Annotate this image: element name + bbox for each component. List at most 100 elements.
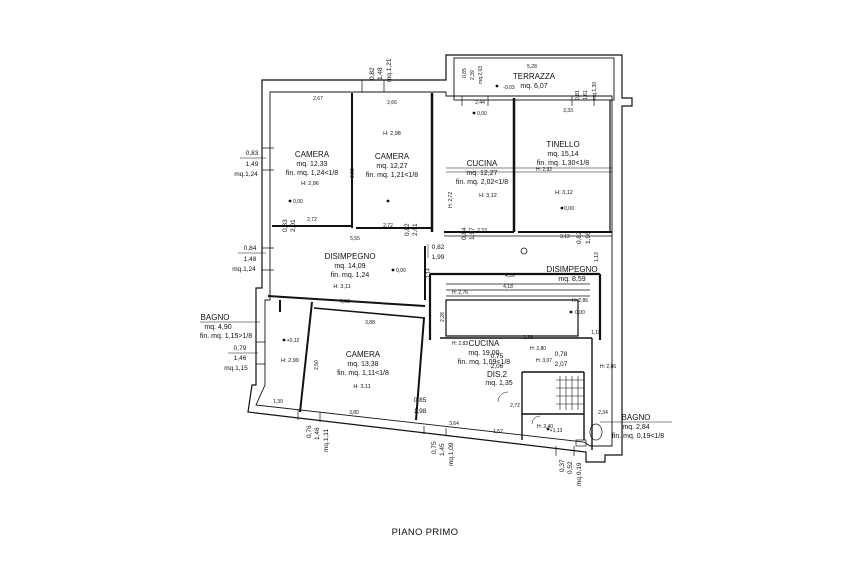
level-markers [282, 84, 573, 431]
level-marker [288, 199, 292, 203]
wc-fixture [589, 423, 603, 441]
window-area: mq.1,09 [448, 442, 455, 466]
room-area: mq. 4,90 [204, 324, 231, 331]
wall-dis2-inner [446, 283, 590, 297]
room-height: H: 3,12 [555, 190, 573, 196]
window-height: 1,48 [377, 67, 384, 80]
dim-label: 2,98 [350, 168, 356, 178]
room-name: CUCINA [469, 339, 500, 348]
window-label-bottom-3: 0,37 0,52 mq.0,19 [559, 459, 583, 486]
room-window-area: fin. mq. 1,21<1/8 [366, 172, 418, 179]
wall-camera3-top [313, 307, 426, 319]
plan-title: PIANO PRIMO [391, 527, 459, 538]
dim-label: 3,33 [563, 108, 573, 114]
door-arcs [427, 244, 541, 425]
dim-label: 2,50 [314, 360, 320, 370]
room-window-area: fin. mq. 0,19<1/8 [612, 433, 664, 440]
room-window-area: fin. mq. 2,02<1/8 [456, 179, 508, 186]
dim-label: 3,12 [560, 234, 570, 240]
level-marker [282, 338, 286, 342]
room-name: CUCINA [467, 159, 498, 168]
dim-label: 2,67 [313, 96, 323, 102]
room-dis-2: DIS.2 mq. 1,35 [485, 370, 512, 387]
room-bagno-1: BAGNO mq. 4,90 fin. mq. 1,15>1/8 H: 2,99… [200, 313, 300, 364]
outer-wall-inner [255, 91, 613, 447]
room-level: 0,00 [396, 268, 406, 274]
room-name: BAGNO [622, 413, 651, 422]
walls [247, 54, 633, 463]
dim-label: 1,97 [469, 227, 476, 240]
room-bagno-2: BAGNO mq. 2,84 fin. mq. 0,19<1/8 H: 2,40… [537, 413, 672, 440]
window-area: mq.1,21 [386, 58, 393, 82]
room-level: +0,12 [287, 338, 300, 344]
window-height: 1,46 [234, 355, 247, 362]
room-window-area: fin. mq. 1,24 [331, 272, 370, 279]
dim-label: 2,28 [440, 312, 446, 322]
dim-label: 0,85 [414, 397, 427, 404]
dim-label: H: 2,92 [536, 167, 552, 173]
window-label-bottom-2: 0,75 1,45 mq.1,09 [431, 441, 455, 466]
room-area: mq. 1,35 [485, 380, 512, 387]
room-area: mq. 12,33 [296, 161, 327, 168]
dim-label: H: 2,86 [600, 364, 616, 370]
room-window-area: fin. mq. 1,09<1/8 [458, 359, 510, 366]
wall-dis2-small [521, 371, 585, 440]
dim-label: 2,01 [412, 223, 419, 236]
dim-label: H: 2,76 [452, 290, 468, 296]
wall-bagno1-camera3 [299, 301, 313, 413]
vertical-dimension-labels: CAMERA 2,98 0,83 2,01 0,82 2,01 0,84 1,9… [282, 168, 600, 370]
dim-label: H: 2,86 [572, 298, 588, 304]
room-height: H: 3,11 [353, 384, 370, 390]
room-window-area: fin. mq. 1,11<1/8 [337, 370, 389, 377]
wall-row-1 [272, 225, 612, 233]
window-label-left-2: 0,84 1,48 mq.1,24 [232, 245, 266, 273]
dim-label: 2,66 [387, 100, 397, 106]
dim-label: 0,82 [432, 244, 445, 251]
level-marker [472, 111, 476, 115]
level-marker [560, 206, 564, 210]
dim-label: 0,84 [461, 227, 468, 240]
room-level: -0,03 [503, 85, 515, 91]
dim-label: 2,33 [477, 228, 487, 234]
staircase [556, 376, 584, 410]
dim-label: H: 2,72 [448, 192, 454, 208]
dim-label: H: 2,83 [452, 341, 468, 347]
window-width: 0,83 [246, 150, 259, 157]
window-height: 2,39 [470, 70, 476, 80]
room-area: mq. 12,27 [466, 170, 497, 177]
room-level: 0,00 [477, 111, 487, 117]
room-level: 0,00 [575, 310, 585, 316]
wall-dis2 [428, 272, 602, 340]
room-window-area: fin. mq. 1,30<1/8 [537, 160, 589, 167]
window-width: 0,37 [559, 459, 566, 472]
wall-dis1-bottom [267, 295, 426, 312]
room-window-area: fin. mq. 1,15>1/8 [200, 333, 252, 340]
window-area: mq.1,11 [323, 429, 330, 452]
window-width: 0,82 [369, 67, 376, 80]
dim-label: 0,75 [491, 353, 504, 360]
window-width: 0,81 [575, 90, 581, 100]
window-width: 0,75 [431, 441, 438, 454]
window-height: 1,45 [439, 443, 446, 456]
room-name: TINELLO [546, 140, 579, 149]
room-area: mq. 12,27 [376, 163, 407, 170]
window-area: mq.0,19 [576, 462, 583, 486]
window-label-left-1: 0,83 1,49 mq.1,24 [234, 150, 266, 178]
dim-label: 0,82 [576, 231, 583, 244]
window-width: 0,79 [234, 345, 247, 352]
window-marks [256, 80, 595, 456]
level-marker [569, 310, 573, 314]
dim-label: 1,13 [594, 252, 600, 262]
room-area: mq. 15,14 [547, 151, 578, 158]
window-label-top-1: 0,82 1,48 mq.1,21 [369, 58, 393, 82]
room-level: 0,00 [564, 206, 574, 212]
room-name: CAMERA [295, 150, 330, 159]
window-label-bottom-1: 0,76 1,46 mq.1,11 [306, 425, 330, 452]
window-area: mq.1,30 [592, 82, 598, 100]
dim-label: 1,14 [426, 268, 432, 278]
window-area: mq.1,15 [224, 365, 248, 372]
room-height: H: 3,11 [333, 284, 350, 290]
dim-label: 2,72 [307, 217, 317, 223]
dim-label: H: 2,80 [530, 346, 546, 352]
